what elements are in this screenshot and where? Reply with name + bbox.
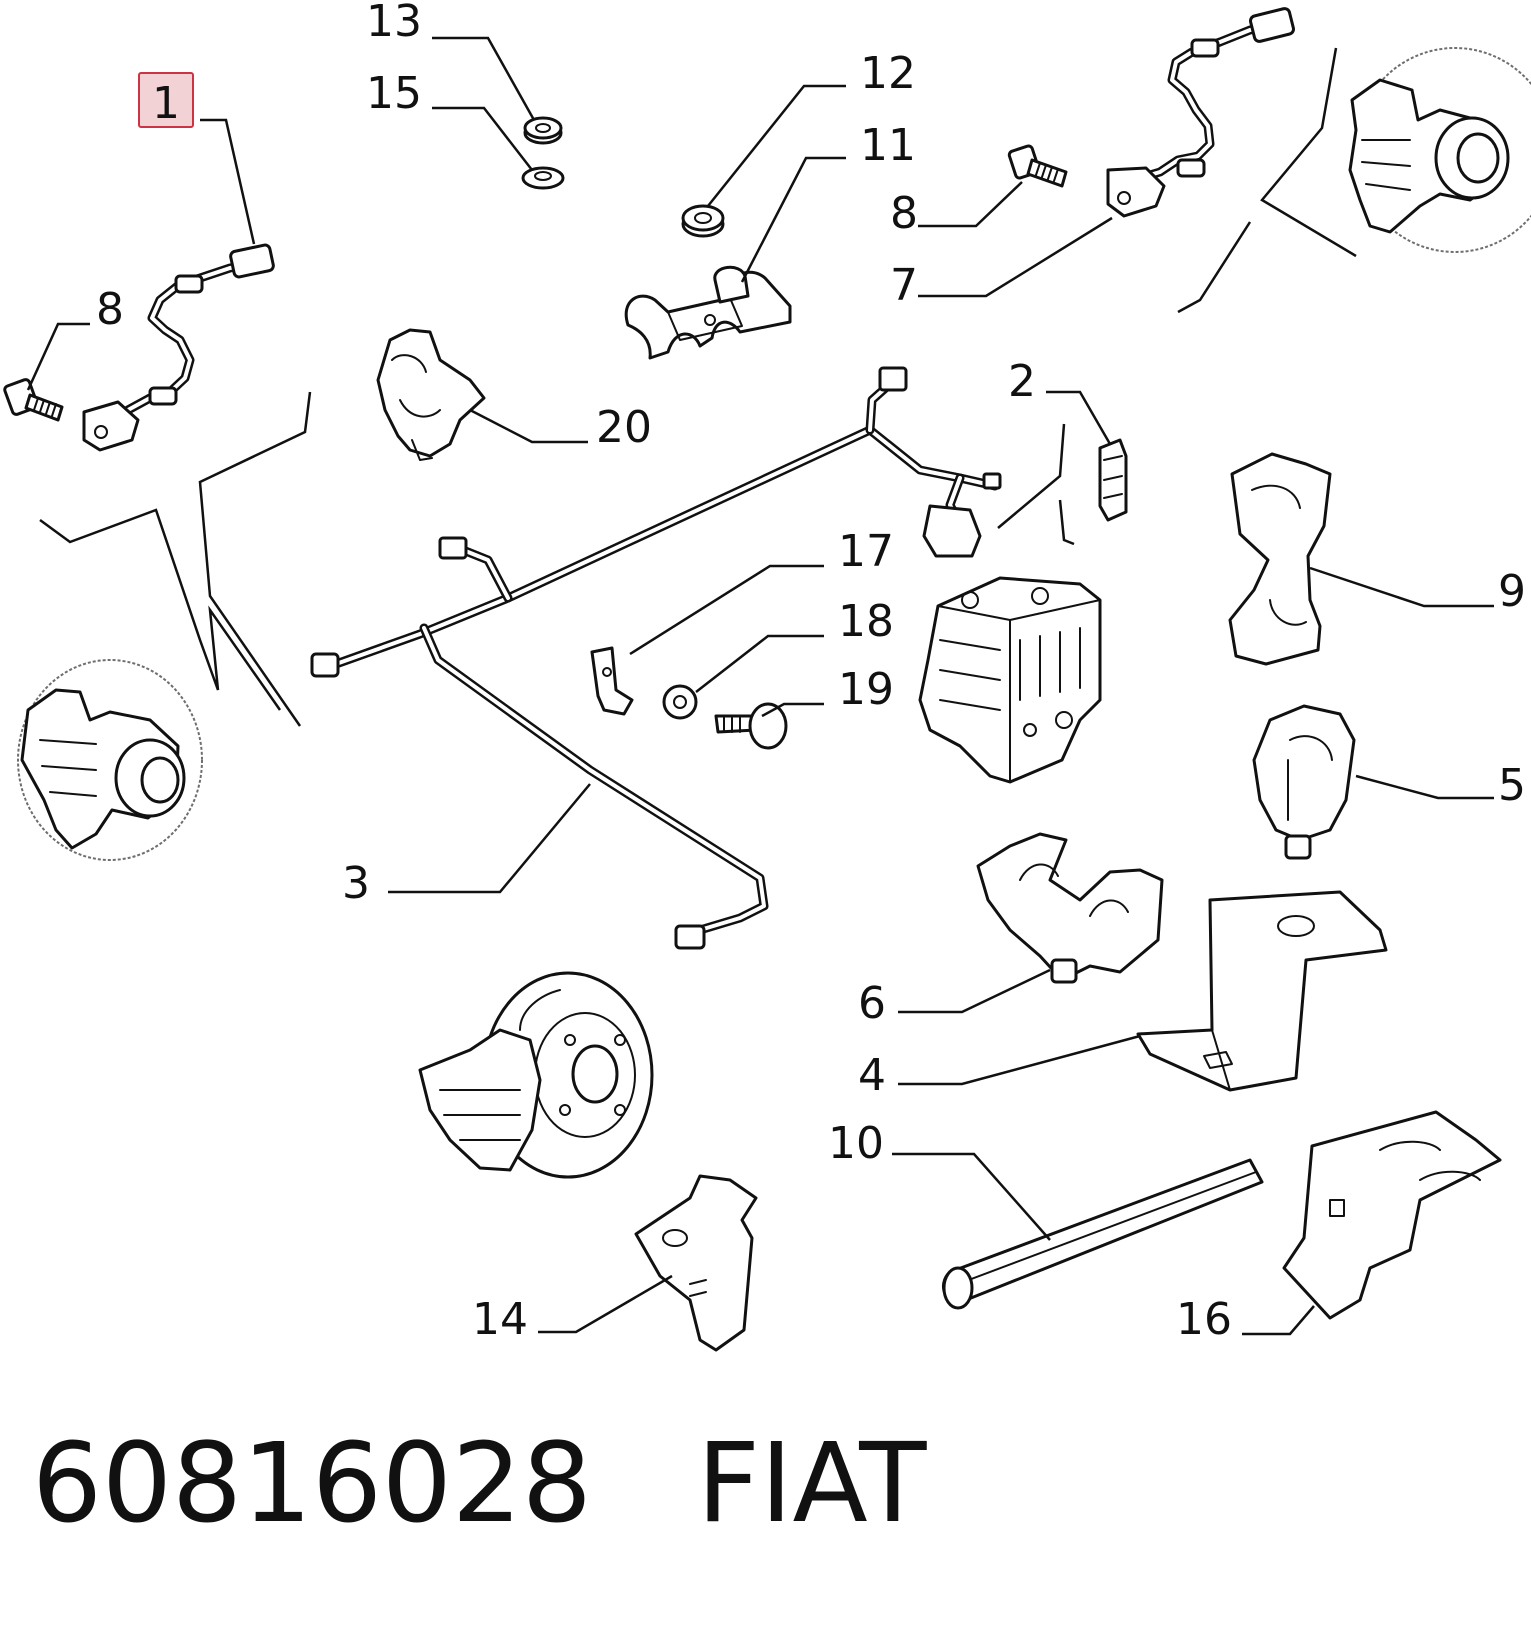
abs-hydraulic-unit: [918, 576, 1102, 784]
callout-2[interactable]: 2: [1008, 356, 1036, 407]
footer-caption: 60816028 FIAT: [32, 1428, 926, 1538]
callout-20[interactable]: 20: [596, 402, 652, 453]
part-19-bolt: [714, 702, 788, 750]
callout-1[interactable]: 1: [152, 78, 180, 129]
callout-12[interactable]: 12: [860, 48, 916, 99]
callout-6[interactable]: 6: [858, 978, 886, 1029]
callout-4[interactable]: 4: [858, 1050, 886, 1101]
callout-18[interactable]: 18: [838, 596, 894, 647]
brake-disc-lower: [418, 971, 654, 1179]
callout-9[interactable]: 9: [1498, 566, 1526, 617]
part-8-bolt-upper: [1007, 144, 1068, 188]
part-7-wheel-sensor-cable: [1106, 7, 1295, 218]
part-4-bent-bracket: [1136, 890, 1388, 1092]
part-8-bolt-left: [3, 378, 64, 422]
callout-19[interactable]: 19: [838, 664, 894, 715]
callout-13[interactable]: 13: [366, 0, 422, 47]
part-9-clip: [1228, 452, 1332, 666]
callout-15[interactable]: 15: [366, 68, 422, 119]
part-number: 60816028: [32, 1419, 592, 1547]
leader-lines: [26, 36, 1494, 1336]
callout-1-group[interactable]: 1: [138, 72, 194, 129]
part-13-nut: [523, 116, 563, 145]
part-11-saddle-bracket: [624, 265, 792, 360]
part-18-nut: [662, 684, 698, 720]
callout-1-highlight-box: [138, 72, 194, 128]
callout-11[interactable]: 11: [860, 120, 916, 171]
view-indicator-lines: [39, 47, 1357, 727]
part-16-bracket: [1282, 1110, 1502, 1320]
callout-7[interactable]: 7: [890, 260, 918, 311]
part-6-double-clip: [976, 832, 1164, 984]
part-12-nut: [681, 204, 725, 238]
part-15-washer: [521, 166, 565, 190]
part-14-bracket: [634, 1174, 758, 1352]
brand-name: FIAT: [696, 1419, 927, 1547]
callout-10[interactable]: 10: [828, 1118, 884, 1169]
callout-16[interactable]: 16: [1176, 1294, 1232, 1345]
callout-5[interactable]: 5: [1498, 760, 1526, 811]
callout-14[interactable]: 14: [472, 1294, 528, 1345]
part-10-rubber-strip: [941, 1158, 1264, 1310]
part-3-wiring-harness: [310, 366, 1002, 950]
part-17-bracket: [590, 646, 634, 716]
part-1-wheel-sensor-cable: [82, 243, 275, 452]
callout-8-upper[interactable]: 8: [890, 188, 918, 239]
callout-3[interactable]: 3: [342, 858, 370, 909]
callout-17[interactable]: 17: [838, 526, 894, 577]
part-2-connector: [1098, 438, 1128, 522]
part-20-clip: [376, 328, 486, 461]
part-5-clip: [1252, 704, 1356, 860]
callout-8-left[interactable]: 8: [96, 284, 124, 335]
brake-disc-upper-right: [1348, 47, 1531, 253]
brake-disc-left: [17, 659, 203, 861]
